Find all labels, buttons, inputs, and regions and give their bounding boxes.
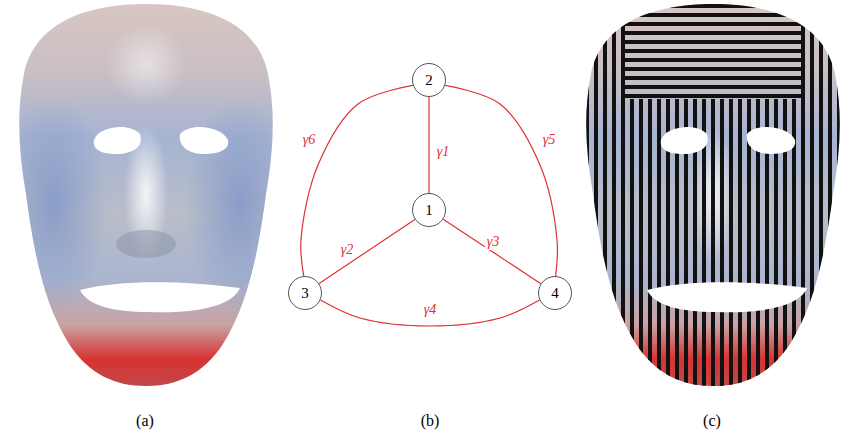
graph-edge (319, 219, 415, 283)
panel-label: (a) (136, 413, 154, 429)
vertex-number: 4 (551, 286, 559, 301)
panel-label: (b) (421, 413, 440, 429)
graph-vertex: 2 (412, 63, 446, 97)
curve-label: γ1 (435, 144, 452, 160)
face-render (0, 4, 295, 386)
curve-label: γ4 (422, 302, 439, 318)
graph-edge (428, 97, 429, 193)
graph-edge (301, 85, 413, 276)
vertex-number: 1 (425, 203, 433, 218)
curve-label: γ3 (485, 234, 502, 250)
graph-vertex: 3 (288, 276, 322, 310)
graph-vertex: 1 (412, 193, 446, 227)
panel-label: (c) (703, 413, 721, 429)
curve-label: γ5 (541, 132, 558, 148)
graph-vertex: 4 (538, 276, 572, 310)
vertex-number: 2 (425, 73, 433, 88)
vertex-number: 3 (301, 286, 309, 301)
graph-edge (443, 219, 541, 283)
graph-edge (445, 85, 557, 276)
graph-edge (320, 300, 539, 326)
curve-label: γ6 (301, 132, 318, 148)
face-stripes (585, 4, 845, 399)
curve-label: γ2 (339, 242, 356, 258)
